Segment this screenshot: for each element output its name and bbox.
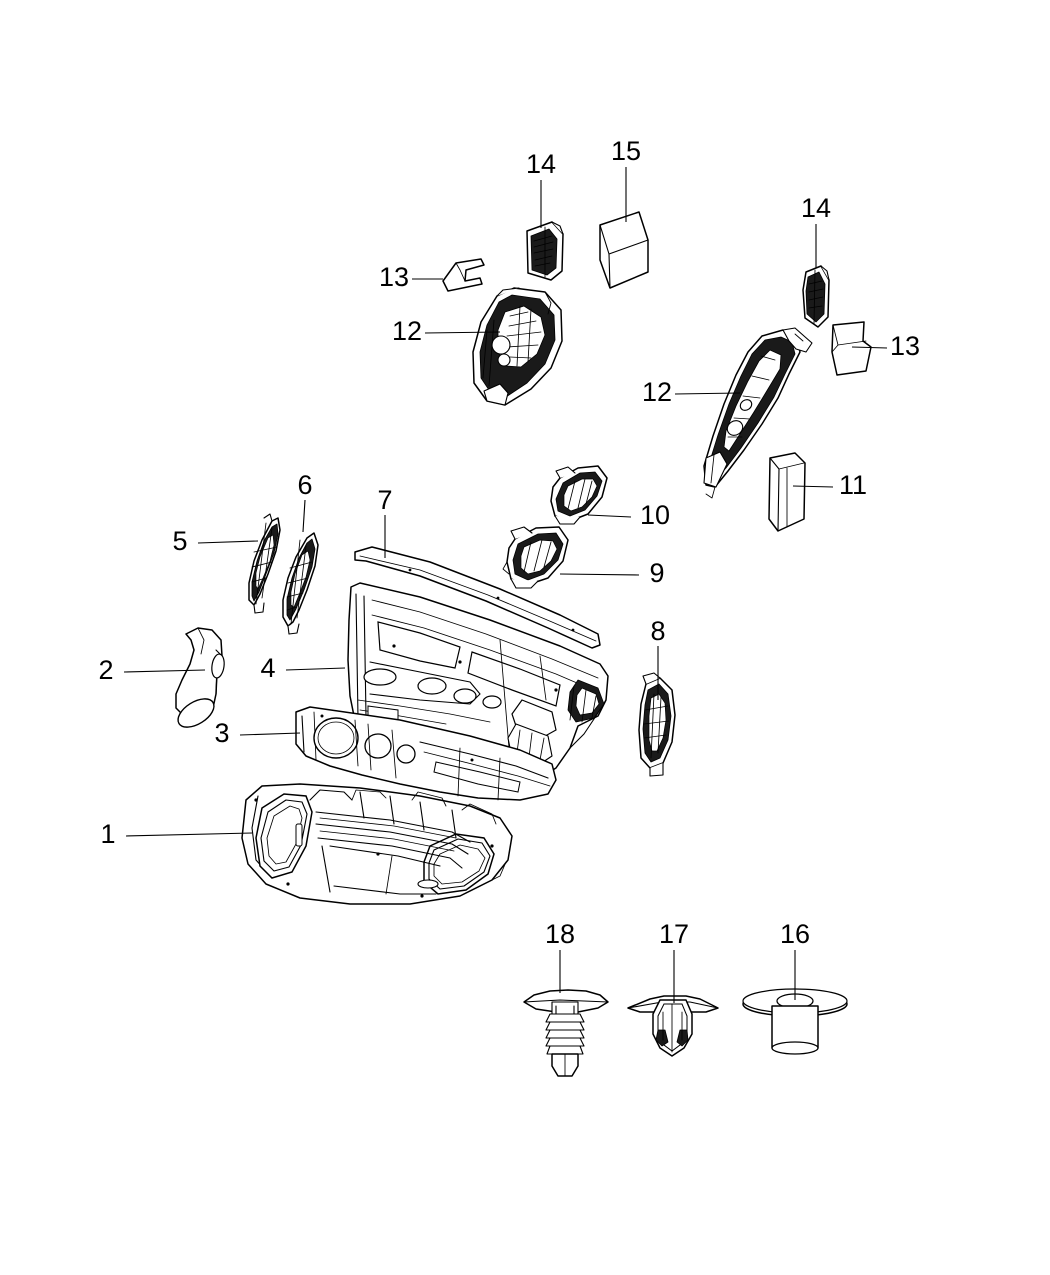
part-2-air-duct-tube[interactable]	[173, 627, 225, 733]
callout-17[interactable]: 17	[659, 919, 689, 949]
leader-10	[587, 514, 632, 518]
leader-9	[559, 573, 640, 576]
callout-6[interactable]: 6	[297, 470, 312, 500]
part-17-winged-retainer-clip[interactable]	[627, 995, 719, 1057]
callout-2[interactable]: 2	[98, 655, 113, 685]
leader-3	[239, 732, 301, 736]
leader-12-right	[674, 392, 741, 395]
callout-14-right[interactable]: 14	[801, 193, 831, 223]
callout-3[interactable]: 3	[214, 718, 229, 748]
part-5-a-pillar-silencer-left[interactable]	[248, 513, 281, 614]
part-18-fir-tree-push-pin[interactable]	[523, 989, 609, 1077]
part-6-a-pillar-silencer-right[interactable]	[282, 532, 319, 635]
leader-12-left	[424, 331, 501, 334]
callout-7[interactable]: 7	[377, 485, 392, 515]
callout-8[interactable]: 8	[650, 616, 665, 646]
part-13-right-corner-pad[interactable]	[831, 321, 872, 376]
part-3-lower-dash-panel-silencer[interactable]	[295, 706, 557, 801]
callout-10[interactable]: 10	[640, 500, 670, 530]
part-13-left-corner-pad[interactable]	[442, 258, 485, 292]
part-12-left-wheelhouse-silencer[interactable]	[472, 287, 563, 406]
callout-13-right[interactable]: 13	[890, 331, 920, 361]
part-9-bracket-silencer-lower[interactable]	[502, 526, 569, 589]
part-1-hood-insulation-pad[interactable]	[241, 783, 513, 905]
callout-16[interactable]: 16	[780, 919, 810, 949]
callout-14-left[interactable]: 14	[526, 149, 556, 179]
callout-11[interactable]: 11	[839, 470, 867, 500]
part-11-pillar-foam-block[interactable]	[768, 452, 806, 532]
callout-1[interactable]: 1	[100, 819, 115, 849]
callout-4[interactable]: 4	[260, 653, 275, 683]
part-8-side-cowl-silencer[interactable]	[638, 672, 676, 777]
callout-numbers: 1 2 3 4 5 6 7 8 9 10 11 12 12 13 13 14 1…	[98, 136, 920, 949]
callout-18[interactable]: 18	[545, 919, 575, 949]
part-7-cowl-top-seal-strip[interactable]	[354, 546, 601, 649]
leader-lines	[123, 167, 888, 1003]
callout-5[interactable]: 5	[172, 526, 187, 556]
leader-11	[792, 485, 834, 488]
leader-13-right	[851, 346, 888, 349]
part-10-bracket-silencer-upper[interactable]	[550, 465, 608, 525]
callout-12-left[interactable]: 12	[392, 316, 422, 346]
callout-15[interactable]: 15	[611, 136, 641, 166]
leader-2	[123, 669, 206, 673]
part-12-right-wheelhouse-silencer[interactable]	[703, 327, 813, 499]
part-15-foam-block[interactable]	[599, 211, 649, 289]
part-14-left-cowl-side-silencer[interactable]	[526, 221, 564, 281]
callout-13-left[interactable]: 13	[379, 262, 409, 292]
leader-6	[302, 499, 306, 533]
part-14-right-cowl-side-silencer[interactable]	[802, 265, 830, 328]
callout-12-right[interactable]: 12	[642, 377, 672, 407]
leader-5	[197, 540, 259, 544]
callout-9[interactable]: 9	[649, 558, 664, 588]
leader-1	[125, 832, 253, 837]
leader-4	[285, 667, 346, 671]
